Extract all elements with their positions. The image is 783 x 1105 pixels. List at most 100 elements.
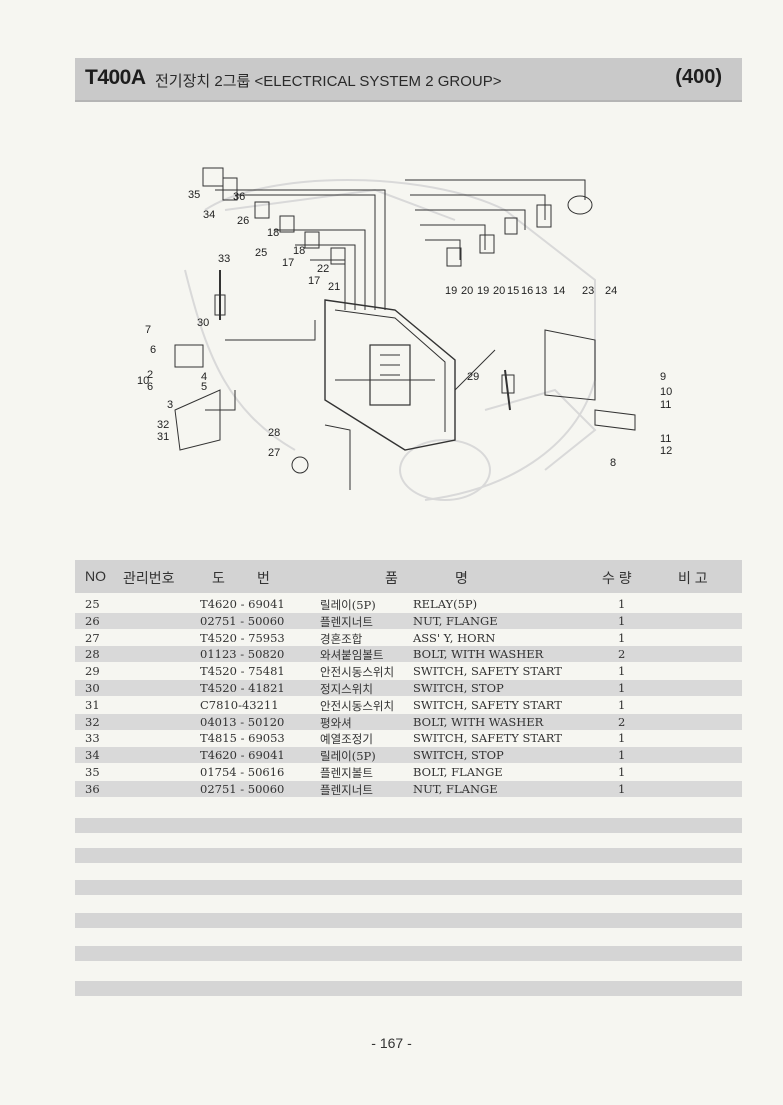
cell-no: 28 [85, 647, 100, 662]
callout-22: 22 [317, 263, 329, 275]
cell-no: 32 [85, 714, 100, 729]
cell-qty: 1 [618, 765, 626, 779]
cell-no: 26 [85, 613, 100, 628]
cell-qty: 2 [618, 647, 626, 662]
callout-34: 34 [203, 209, 215, 221]
callout-32: 32 [157, 419, 169, 431]
cell-qty: 1 [618, 664, 626, 679]
callout-2: 2 [147, 369, 153, 381]
callout-29: 29 [467, 371, 479, 383]
cell-no: 25 [85, 597, 100, 611]
col-no: NO [85, 568, 106, 584]
callout-11a: 11 [660, 399, 671, 411]
callout-19a: 19 [445, 285, 457, 297]
cell-part-number: T4620 - 69041 [200, 597, 285, 611]
cell-english-name: SWITCH, SAFETY START [413, 731, 562, 746]
cell-no: 34 [85, 748, 100, 763]
cell-korean-name: 경혼조합 [320, 631, 363, 646]
cell-english-name: SWITCH, SAFETY START [413, 697, 562, 712]
blank-row-band [75, 880, 742, 895]
callout-18a: 18 [267, 227, 279, 239]
cell-qty: 1 [618, 781, 626, 796]
callout-35: 35 [188, 189, 200, 201]
cell-part-number: T4520 - 75953 [200, 630, 285, 645]
cell-part-number: 04013 - 50120 [200, 714, 285, 729]
col-qty: 수 량 [602, 570, 632, 586]
cell-part-number: T4520 - 41821 [200, 681, 285, 695]
cell-part-number: 01754 - 50616 [200, 765, 285, 779]
section-code: (400) [675, 66, 722, 88]
callout-28: 28 [268, 427, 280, 439]
section-title: 전기장치 2그룹 <ELECTRICAL SYSTEM 2 GROUP> [155, 73, 502, 90]
cell-no: 33 [85, 731, 100, 746]
callout-26: 26 [237, 215, 249, 227]
cell-english-name: BOLT, WITH WASHER [413, 714, 544, 729]
cell-english-name: RELAY(5P) [413, 597, 478, 611]
cell-part-number: T4520 - 75481 [200, 664, 285, 679]
model-code: T400A [85, 66, 146, 89]
cell-part-number: T4620 - 69041 [200, 748, 285, 763]
cell-english-name: SWITCH, STOP [413, 681, 504, 695]
cell-part-number: T4815 - 69053 [200, 731, 285, 746]
col-drawing-a: 도 [212, 570, 225, 586]
callout-18b: 18 [293, 245, 305, 257]
callout-14: 14 [553, 285, 565, 297]
callout-6b: 6 [147, 381, 153, 393]
callout-27: 27 [268, 447, 280, 459]
cell-korean-name: 정지스위치 [320, 682, 373, 696]
callout-36: 36 [233, 191, 245, 203]
cell-korean-name: 플렌지볼트 [320, 766, 373, 780]
cell-part-number: 02751 - 50060 [200, 781, 285, 796]
cell-english-name: NUT, FLANGE [413, 613, 498, 628]
cell-no: 31 [85, 697, 100, 712]
table-row: 27 T4520 - 75953 경혼조합 ASS' Y, HORN 1 [75, 630, 742, 646]
cell-english-name: BOLT, WITH WASHER [413, 647, 544, 662]
blank-row-band [75, 913, 742, 928]
cell-part-number: C7810-43211 [200, 697, 279, 712]
cell-qty: 1 [618, 681, 626, 695]
cell-korean-name: 플렌지너트 [320, 782, 373, 797]
cell-english-name: SWITCH, STOP [413, 748, 504, 763]
callout-12: 12 [660, 445, 672, 457]
cell-part-number: 02751 - 50060 [200, 613, 285, 628]
table-header: NO 관리번호 도 번 품 명 수 량 비 고 [75, 560, 742, 593]
callout-19b: 19 [477, 285, 489, 297]
callout-6a: 6 [150, 344, 156, 356]
callout-30: 30 [197, 317, 209, 329]
cell-english-name: ASS' Y, HORN [413, 630, 496, 645]
callout-16: 16 [521, 285, 533, 297]
callout-33: 33 [218, 253, 230, 265]
cell-qty: 1 [618, 630, 626, 645]
callout-7: 7 [145, 324, 151, 336]
callout-17a: 17 [282, 257, 294, 269]
table-row: 29 T4520 - 75481 안전시동스위치 SWITCH, SAFETY STA… [75, 663, 742, 679]
cell-no: 29 [85, 664, 100, 679]
cell-qty: 1 [618, 697, 626, 712]
cell-korean-name: 릴레이(5P) [320, 749, 376, 764]
cell-english-name: BOLT, FLANGE [413, 765, 503, 779]
callout-15: 15 [507, 285, 519, 297]
cell-korean-name: 와셔붙임볼트 [320, 648, 384, 663]
page-number: - 167 - [371, 1035, 412, 1051]
callout-10: 10 [137, 375, 149, 387]
callout-11b: 11 [660, 433, 671, 445]
callout-21: 21 [328, 281, 340, 293]
cell-korean-name: 안전시동스위치 [320, 665, 395, 680]
cell-qty: 1 [618, 597, 626, 611]
cell-no: 27 [85, 630, 100, 645]
page-header: T400A 전기장치 2그룹 <ELECTRICAL SYSTEM 2 GROU… [75, 58, 742, 100]
col-drawing-b: 번 [257, 570, 270, 586]
callout-20b: 20 [493, 285, 505, 297]
blank-row-band [75, 946, 742, 961]
callout-9: 9 [660, 371, 666, 383]
callout-5: 5 [201, 381, 207, 393]
cell-english-name: SWITCH, SAFETY START [413, 664, 562, 679]
col-mgmt-no: 관리번호 [123, 570, 175, 586]
callout-23: 23 [582, 285, 594, 297]
